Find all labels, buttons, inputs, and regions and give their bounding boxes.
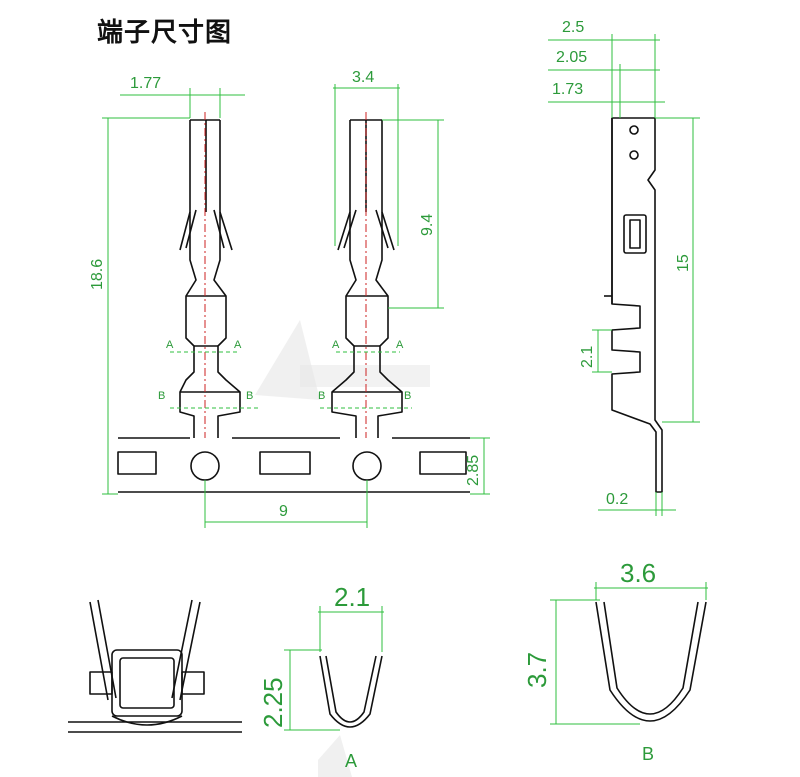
front-dimensions: 1.77 3.4 18.6 9.4 9 2.85 bbox=[89, 69, 490, 528]
section-a: 2.1 2.25 A bbox=[258, 582, 384, 771]
section-mark-a: A bbox=[396, 339, 404, 351]
section-b: 3.6 3.7 B bbox=[522, 558, 708, 764]
section-markers-front: A A B B A A B B bbox=[158, 339, 412, 409]
carrier-strip bbox=[117, 437, 470, 493]
dim-carrier-pitch: 9 bbox=[279, 503, 288, 520]
dim-head-width: 3.4 bbox=[352, 69, 374, 86]
terminal-end-view bbox=[68, 599, 242, 733]
section-mark-b: B bbox=[404, 390, 411, 402]
dim-side-1-73: 1.73 bbox=[552, 81, 583, 98]
section-b-label: B bbox=[642, 744, 654, 764]
carrier-slot bbox=[259, 451, 311, 475]
carrier-slot bbox=[117, 451, 157, 475]
section-mark-b: B bbox=[246, 390, 253, 402]
dim-side-2-05: 2.05 bbox=[556, 49, 587, 66]
dim-carrier-height: 2.85 bbox=[465, 455, 482, 486]
dim-section-a-height: 2.25 bbox=[258, 677, 288, 728]
watermark bbox=[255, 320, 430, 777]
section-mark-a: A bbox=[166, 339, 174, 351]
section-mark-b: B bbox=[158, 390, 165, 402]
terminal-front-1 bbox=[179, 112, 241, 438]
terminal-side-view bbox=[604, 117, 663, 493]
dim-side-length: 15 bbox=[675, 254, 692, 272]
drawing-title: 端子尺寸图 bbox=[97, 18, 233, 48]
carrier-slot bbox=[419, 451, 467, 475]
dim-top-width: 1.77 bbox=[130, 75, 161, 92]
dim-section-a-width: 2.1 bbox=[334, 582, 370, 612]
dim-section-b-height: 3.7 bbox=[522, 652, 552, 688]
side-hole bbox=[629, 125, 639, 135]
dim-side-2-1: 2.1 bbox=[579, 346, 596, 368]
section-mark-a: A bbox=[234, 339, 242, 351]
side-dimensions: 2.5 2.05 1.73 15 2.1 0.2 bbox=[548, 19, 700, 516]
side-hole bbox=[629, 150, 639, 160]
pilot-hole bbox=[190, 451, 220, 481]
dim-section-b-width: 3.6 bbox=[620, 558, 656, 588]
section-mark-a: A bbox=[332, 339, 340, 351]
pilot-hole bbox=[352, 451, 382, 481]
section-a-label: A bbox=[345, 751, 357, 771]
dim-side-2-5: 2.5 bbox=[562, 19, 584, 36]
section-mark-b: B bbox=[318, 390, 325, 402]
terminal-front-2 bbox=[331, 112, 403, 438]
dim-side-thickness: 0.2 bbox=[606, 491, 628, 508]
dim-overall-length: 18.6 bbox=[89, 259, 106, 290]
dim-crimp-length: 9.4 bbox=[419, 214, 436, 236]
